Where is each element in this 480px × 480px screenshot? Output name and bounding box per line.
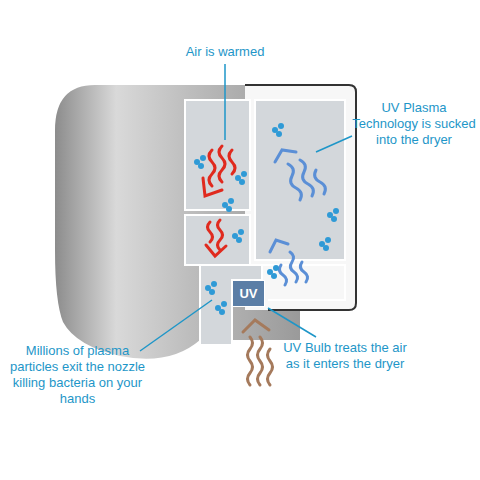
bulb-label: UV — [239, 286, 257, 301]
callout-label: Air is warmed — [160, 44, 290, 60]
callout-label: UV Bulb treats the air as it enters the … — [275, 340, 415, 372]
callout-label: Millions of plasma particles exit the no… — [5, 343, 150, 407]
uv-bulb: UV — [232, 280, 265, 307]
callout-label: UV Plasma Technology is sucked into the … — [352, 100, 476, 148]
